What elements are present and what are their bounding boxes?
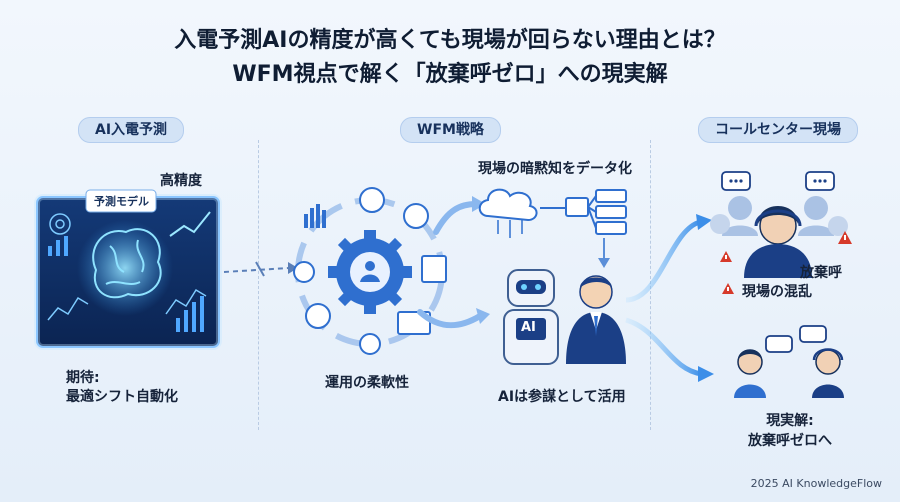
ai-advisor-label: AIは参謀として活用 [498,389,626,405]
footer-credit: 2025 AI KnowledgeFlow [750,477,882,490]
connector-left-to-middle [223,261,298,277]
warning-icon [720,231,852,294]
cloud-icon [478,188,538,238]
arrow-gear-to-robot [417,309,483,329]
abandoned-calls-label: 放棄呼 [800,265,842,281]
section-header-wfm: WFM戦略 [400,117,501,143]
flowchart-icon [540,189,627,235]
arrow-gear-to-data [433,201,479,235]
reality-value: 放棄呼ゼロへ [748,433,832,449]
divider-left [258,140,259,430]
arrows-to-callcenter [625,214,714,382]
gear-cluster [293,187,447,355]
operator-icon [744,206,812,278]
gear-icon [328,230,412,314]
speech-bubble-icon [721,171,835,191]
prediction-model-tag: 予測モデル [94,195,149,208]
section-header-ai-forecast: AI入電予測 [78,117,185,143]
tacit-knowledge-label: 現場の暗黙知をデータ化 [478,161,632,177]
brain-icon [92,228,162,299]
reality-label: 現実解: [766,413,814,429]
page-title: 入電予測AIの精度が高くても現場が回らない理由とは？ [174,28,726,53]
page-subtitle: WFM視点で解く「放棄呼ゼロ」への現実解 [232,62,668,87]
chaos-label: 現場の混乱 [742,284,812,300]
calm-operators [734,325,844,398]
robot-icon [503,269,559,365]
operators-group [710,171,852,294]
ai-badge: AI [521,320,536,335]
expectation-value: 最適シフト自動化 [66,389,178,405]
ai-forecast-card [34,189,222,350]
flexibility-label: 運用の柔軟性 [325,375,409,391]
accuracy-label: 高精度 [160,173,202,189]
section-header-callcenter: コールセンター現場 [698,117,858,143]
businessman-icon [566,275,626,364]
expectation-label: 期待: [66,370,100,386]
